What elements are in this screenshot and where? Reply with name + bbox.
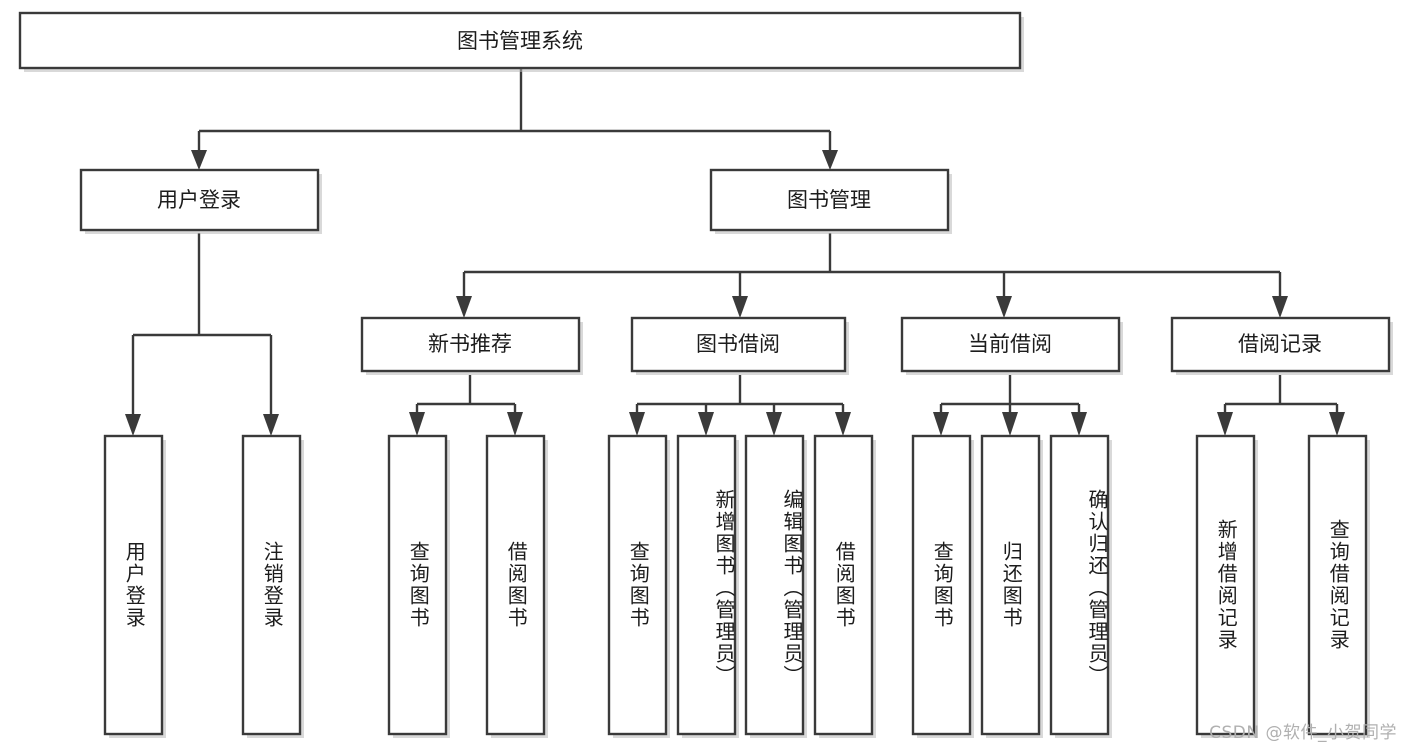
node-leaf-return-book[interactable] (980, 434, 1043, 738)
node-root[interactable]: 图书管理系统 (18, 11, 1024, 72)
node-leaf-add-book[interactable] (676, 434, 739, 738)
arrow-head-leaf-add-record (1217, 412, 1233, 436)
csdn-watermark: CSDN @软件_小贺同学 (1209, 723, 1397, 743)
node-current-borrow-label: 当前借阅 (968, 332, 1052, 356)
arrow-head-leaf-add-book (698, 412, 714, 436)
node-leaf-logout[interactable] (241, 434, 304, 738)
node-new-book-recommend-label: 新书推荐 (428, 332, 512, 356)
node-leaf-borrow-book-1[interactable] (485, 434, 548, 738)
node-leaf-query-book-2[interactable] (607, 434, 670, 738)
arrow-head-leaf-query-book-1 (409, 412, 425, 436)
connector-group-borrow-record (1217, 375, 1345, 436)
arrow-head-book-manage (822, 150, 838, 170)
arrow-head-leaf-edit-book (766, 412, 782, 436)
node-leaf-user-login[interactable] (103, 434, 166, 738)
arrow-head-book-borrow (732, 296, 748, 318)
arrow-head-current-borrow (996, 296, 1012, 318)
connector-group-current-borrow (933, 375, 1087, 436)
connector-group-book-borrow (629, 375, 851, 436)
connector-group-root (191, 68, 838, 170)
node-leaf-add-record[interactable] (1195, 434, 1258, 738)
node-borrow-record[interactable]: 借阅记录 (1170, 316, 1393, 375)
arrow-head-leaf-return-book (1002, 412, 1018, 436)
arrow-head-leaf-confirm-return (1071, 412, 1087, 436)
arrow-head-new-book-recommend (456, 296, 472, 318)
node-user-login-label: 用户登录 (157, 188, 241, 212)
arrow-head-leaf-logout (263, 414, 279, 436)
node-leaf-borrow-book-2[interactable] (813, 434, 876, 738)
node-book-borrow-label: 图书借阅 (696, 332, 780, 356)
arrow-head-leaf-query-book-3 (933, 412, 949, 436)
node-borrow-record-label: 借阅记录 (1238, 332, 1322, 356)
connector-group-user-login (125, 233, 279, 436)
arrow-head-borrow-record (1272, 296, 1288, 318)
node-leaf-query-book-1[interactable] (387, 434, 450, 738)
arrow-head-user-login (191, 150, 207, 170)
node-leaf-query-record[interactable] (1307, 434, 1370, 738)
node-root-label: 图书管理系统 (457, 29, 583, 53)
arrow-head-leaf-borrow-book-1 (507, 412, 523, 436)
arrow-head-leaf-borrow-book-2 (835, 412, 851, 436)
node-book-manage[interactable]: 图书管理 (709, 168, 952, 234)
node-new-book-recommend[interactable]: 新书推荐 (360, 316, 583, 375)
arrow-head-leaf-query-book-2 (629, 412, 645, 436)
arrow-head-leaf-user-login (125, 414, 141, 436)
node-book-borrow[interactable]: 图书借阅 (630, 316, 849, 375)
node-user-login[interactable]: 用户登录 (79, 168, 322, 234)
arrow-head-leaf-query-record (1329, 412, 1345, 436)
node-current-borrow[interactable]: 当前借阅 (900, 316, 1123, 375)
connector-group-book-manage (456, 233, 1288, 318)
node-leaf-edit-book[interactable] (744, 434, 807, 738)
node-leaf-confirm-return[interactable] (1049, 434, 1112, 738)
node-leaf-query-book-3[interactable] (911, 434, 974, 738)
connector-group-new-book-recommend (409, 375, 523, 436)
node-book-manage-label: 图书管理 (787, 188, 871, 212)
